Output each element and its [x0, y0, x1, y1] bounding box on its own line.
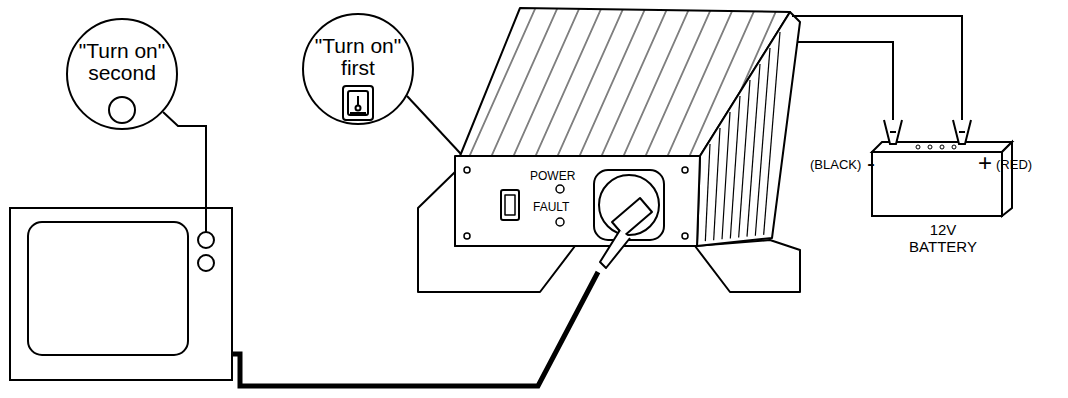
callout-circle: "Turn on" first: [302, 13, 414, 125]
fin-line: [722, 112, 730, 239]
battery-label: 12V BATTERY: [895, 222, 991, 255]
callout-circle: "Turn on" second: [66, 18, 178, 130]
callout-text: "Turn on" second: [73, 40, 171, 84]
indicator-label: POWER: [530, 170, 575, 183]
cooling-fins: [705, 32, 780, 241]
polarity-sign: -: [867, 150, 875, 176]
indicator-label: FAULT: [533, 201, 569, 214]
power-inverter: [418, 8, 800, 292]
callout-text: "Turn on" first: [309, 35, 407, 79]
wire-color-label: (RED): [996, 158, 1032, 172]
fin-line: [764, 32, 780, 235]
polarity-sign: +: [978, 150, 992, 176]
television: [10, 208, 232, 380]
fin-line: [714, 128, 720, 240]
wire-color-label: (BLACK): [810, 158, 861, 172]
fin-line: [730, 96, 740, 238]
battery-cables: [792, 16, 962, 132]
battery: [872, 120, 1012, 216]
fin-line: [747, 64, 760, 237]
fin-line: [755, 48, 770, 236]
fin-line: [705, 144, 710, 241]
